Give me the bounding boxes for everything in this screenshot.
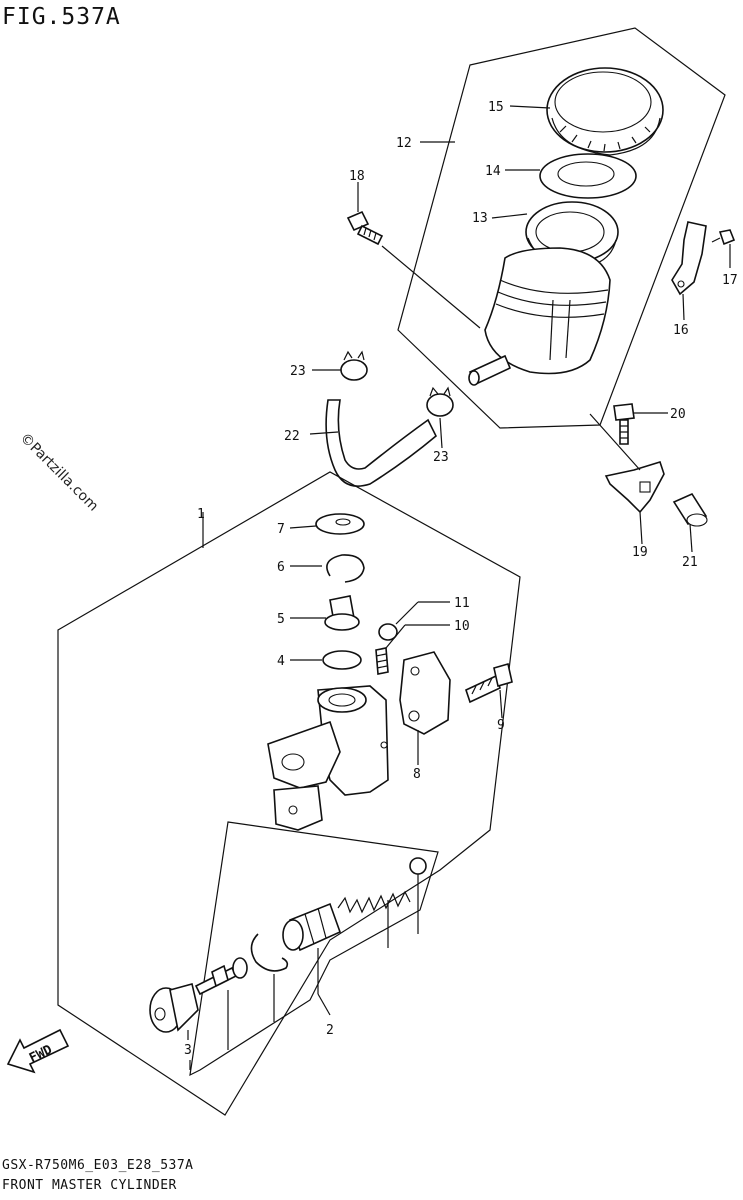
callout-1: 1 — [197, 507, 205, 522]
boot — [149, 983, 199, 1033]
callout-17: 17 — [722, 273, 738, 288]
callout-4: 4 — [277, 654, 285, 669]
clamp-16 — [671, 221, 707, 296]
callout-13: 13 — [472, 211, 488, 226]
callout-10: 10 — [454, 619, 470, 634]
piston-circlip — [250, 933, 289, 972]
spring-seat — [409, 857, 427, 875]
bush-21 — [672, 492, 708, 527]
figure-name: FRONT MASTER CYLINDER — [2, 1178, 177, 1193]
bracket-19 — [604, 461, 665, 514]
callout-22: 22 — [284, 429, 300, 444]
callout-23a: 23 — [290, 364, 306, 379]
leader-lines — [187, 105, 731, 1070]
callout-7: 7 — [277, 522, 285, 537]
callout-21: 21 — [682, 555, 698, 570]
callout-3: 3 — [184, 1043, 192, 1058]
callout-11: 11 — [454, 596, 470, 611]
plug-5 — [324, 595, 360, 631]
push-rod — [194, 957, 248, 996]
master-cylinder-body — [267, 685, 389, 831]
callout-16: 16 — [673, 323, 689, 338]
model-code: GSX-R750M6_E03_E28_537A — [2, 1158, 194, 1173]
callout-2: 2 — [326, 1023, 334, 1038]
bolt-9 — [465, 662, 513, 704]
screw-18 — [346, 210, 384, 246]
callout-8: 8 — [413, 767, 421, 782]
fwd-arrow: FWD — [6, 1028, 70, 1074]
callout-20: 20 — [670, 407, 686, 422]
cover-7 — [315, 513, 365, 535]
hose-22 — [325, 399, 437, 487]
callout-5: 5 — [277, 612, 285, 627]
screw-17 — [711, 229, 736, 246]
spring — [337, 890, 411, 914]
bleeder-10 — [375, 647, 389, 675]
callout-6: 6 — [277, 560, 285, 575]
reservoir-cap — [546, 67, 664, 156]
bolt-20 — [613, 403, 635, 445]
holder-8 — [399, 651, 451, 735]
master-cylinder-group-outline — [57, 471, 521, 1116]
circlip-6 — [326, 554, 365, 583]
callout-14: 14 — [485, 164, 501, 179]
clip-23b — [426, 386, 454, 417]
callout-12: 12 — [396, 136, 412, 151]
o-ring-4 — [322, 650, 362, 670]
callout-15: 15 — [488, 100, 504, 115]
clip-23a — [340, 350, 368, 381]
diaphragm-plate — [539, 153, 637, 199]
diaphragm — [525, 201, 619, 269]
callout-9: 9 — [497, 718, 505, 733]
callout-18: 18 — [349, 169, 365, 184]
piston-group-outline — [189, 821, 439, 1077]
reservoir-body — [468, 247, 611, 386]
piston-cup — [282, 902, 342, 952]
figure-title: FIG.537A — [2, 4, 121, 30]
callout-19: 19 — [632, 545, 648, 560]
cap-11 — [378, 623, 398, 641]
callout-23b: 23 — [433, 450, 449, 465]
